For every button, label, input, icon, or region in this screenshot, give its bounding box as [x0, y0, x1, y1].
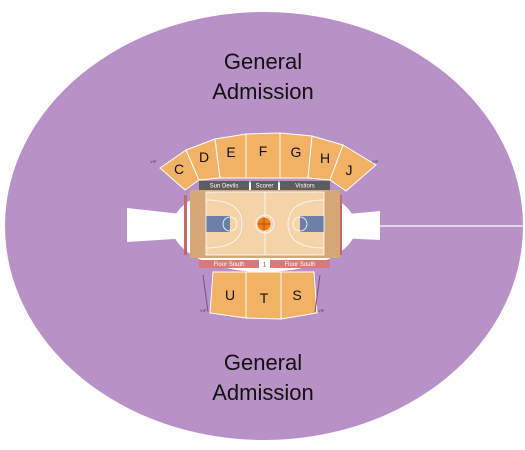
ga-north-line1: General: [224, 49, 302, 74]
section-j[interactable]: [329, 144, 377, 192]
north-section-labels: C D E F G H J: [174, 143, 353, 178]
section-label-t: T: [260, 290, 269, 306]
south-sections: [209, 271, 318, 320]
court: [190, 190, 340, 258]
bench-scorer[interactable]: [251, 181, 278, 190]
floor-south-left[interactable]: [199, 260, 259, 268]
section-label-e: E: [226, 144, 235, 160]
section-label-h: H: [320, 150, 330, 166]
bench-visitors-label: Visitors: [295, 184, 315, 190]
south-section-labels: U T S: [225, 287, 302, 306]
floor-south-right-label: Floor South: [284, 262, 315, 268]
ga-north-line2: Admission: [212, 79, 313, 104]
section-label-c: C: [174, 161, 184, 177]
floor-row: Floor South Floor South 1: [199, 260, 330, 269]
ga-north-label: General Admission: [212, 49, 313, 104]
floor-south-left-label: Floor South: [213, 262, 244, 268]
svg-text:VIP: VIP: [318, 308, 325, 313]
section-label-g: G: [291, 144, 302, 160]
section-label-s: S: [292, 287, 301, 303]
bench-home-label: Sun Devils: [210, 184, 239, 190]
bench-row: Sun Devils Scorer Visitors: [199, 181, 330, 190]
svg-text:VIP: VIP: [200, 308, 207, 313]
section-label-u: U: [225, 287, 235, 303]
section-label-d: D: [199, 149, 209, 165]
bench-visitors[interactable]: [280, 181, 330, 190]
section-label-f: F: [259, 143, 268, 159]
side-aisles: VIP VIP VIP VIP: [150, 159, 379, 313]
floor-divider-label: 1: [263, 263, 267, 269]
section-s[interactable]: [280, 271, 318, 320]
ga-south-line2: Admission: [212, 380, 313, 405]
bench-home[interactable]: [199, 181, 249, 190]
svg-text:VIP: VIP: [372, 159, 379, 164]
floor-south-right[interactable]: [270, 260, 330, 268]
bench-scorer-label: Scorer: [256, 184, 274, 190]
north-sections: [159, 132, 377, 192]
ga-south-label: General Admission: [212, 350, 313, 405]
section-label-j: J: [346, 162, 353, 178]
svg-text:VIP: VIP: [150, 159, 157, 164]
ga-south-line1: General: [224, 350, 302, 375]
